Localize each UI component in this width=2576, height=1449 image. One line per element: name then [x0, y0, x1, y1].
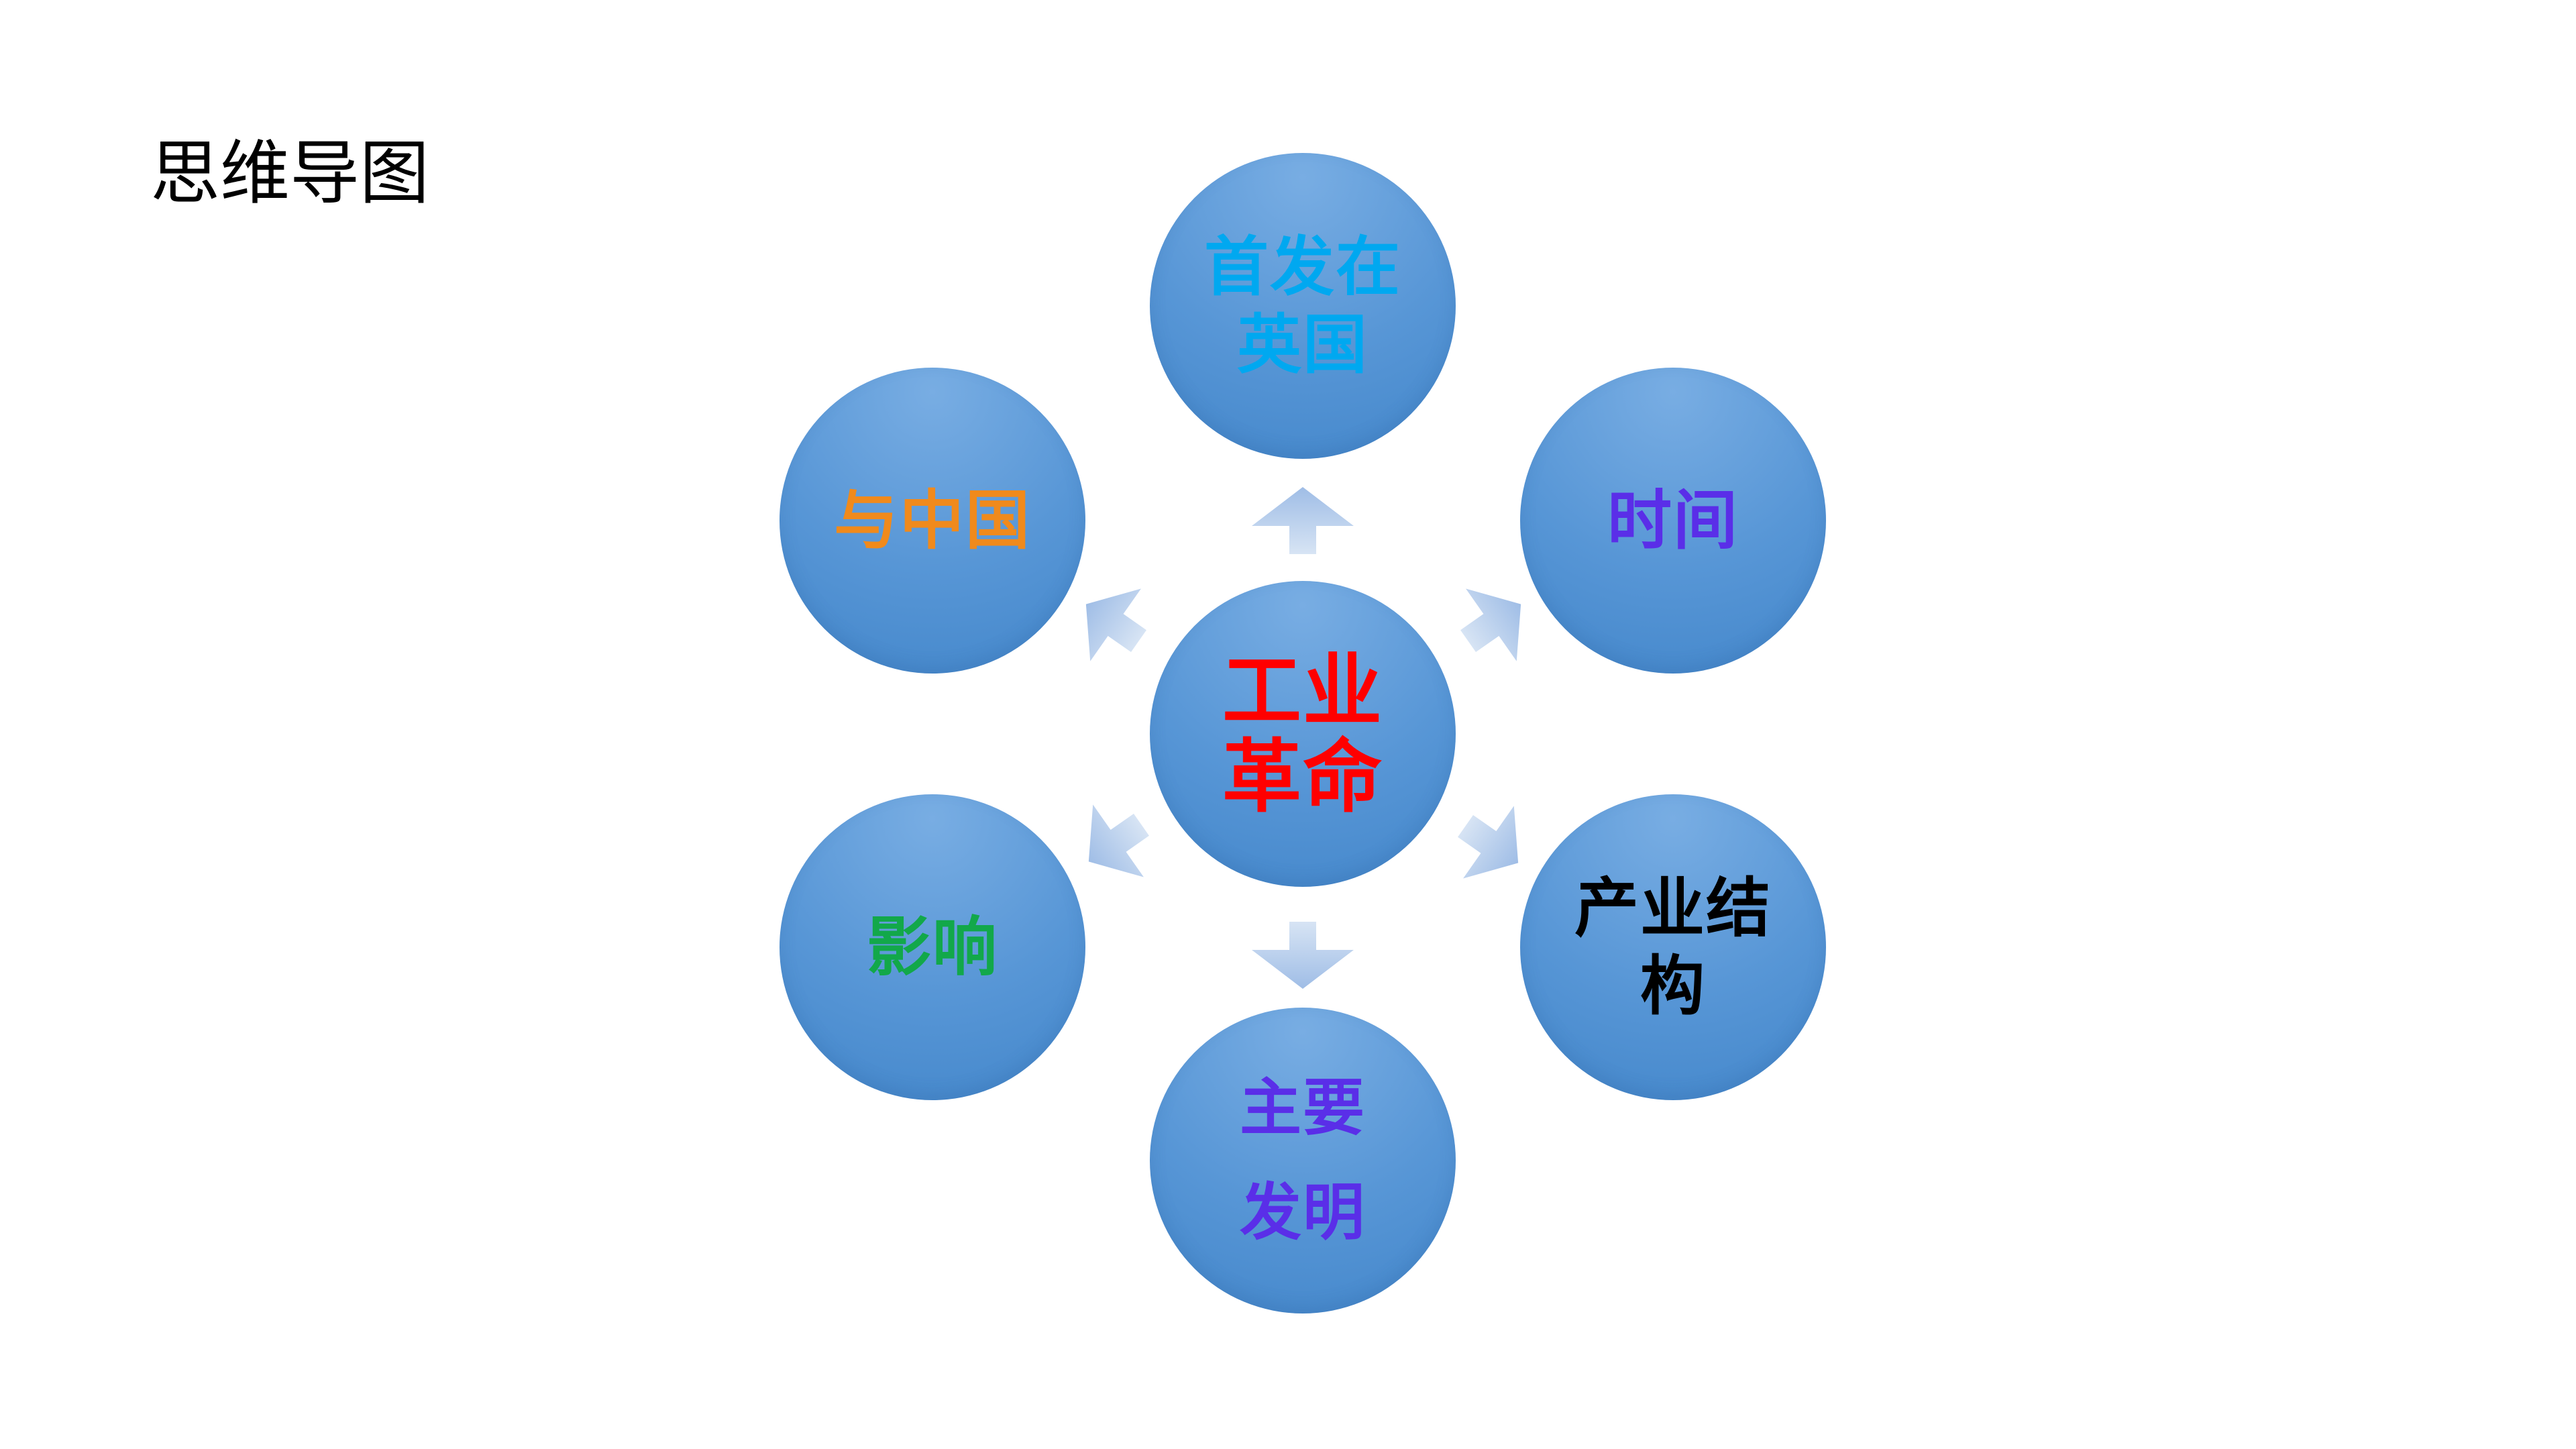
branch-bottom-line-2: 发明	[1239, 1177, 1366, 1248]
branch-top-line-2: 英国	[1237, 307, 1368, 382]
arrow-to-bottom	[1252, 922, 1354, 989]
slide-title: 思维导图	[150, 132, 430, 214]
branch-node-lower-left: 影响	[780, 794, 1085, 1100]
branch-node-upper-left: 与中国	[780, 368, 1085, 674]
branch-node-bottom: 主要 发明	[1150, 1008, 1456, 1313]
arrow-to-top	[1252, 487, 1354, 554]
center-node-line-2: 革命	[1222, 731, 1383, 823]
arrow-to-upper-right	[1460, 588, 1521, 661]
branch-upper-left-line-1: 与中国	[834, 483, 1031, 558]
branch-bottom-line-1: 主要	[1239, 1072, 1366, 1144]
arrow-to-lower-left	[1088, 804, 1149, 877]
branch-lower-right-line-1: 产业结	[1574, 871, 1772, 946]
center-node-line-1: 工业	[1222, 645, 1383, 737]
branch-lower-left-line-1: 影响	[867, 910, 998, 985]
branch-upper-right-line-1: 时间	[1607, 483, 1739, 558]
branch-top-line-1: 首发在	[1204, 229, 1401, 305]
branch-node-lower-right: 产业结 构	[1520, 794, 1826, 1100]
branch-lower-right-line-2: 构	[1640, 949, 1706, 1024]
center-node: 工业 革命	[1150, 581, 1456, 887]
arrow-to-lower-right	[1458, 806, 1519, 879]
branch-node-top: 首发在 英国	[1150, 153, 1456, 459]
branch-node-upper-right: 时间	[1520, 368, 1826, 674]
arrow-to-upper-left	[1085, 588, 1146, 661]
